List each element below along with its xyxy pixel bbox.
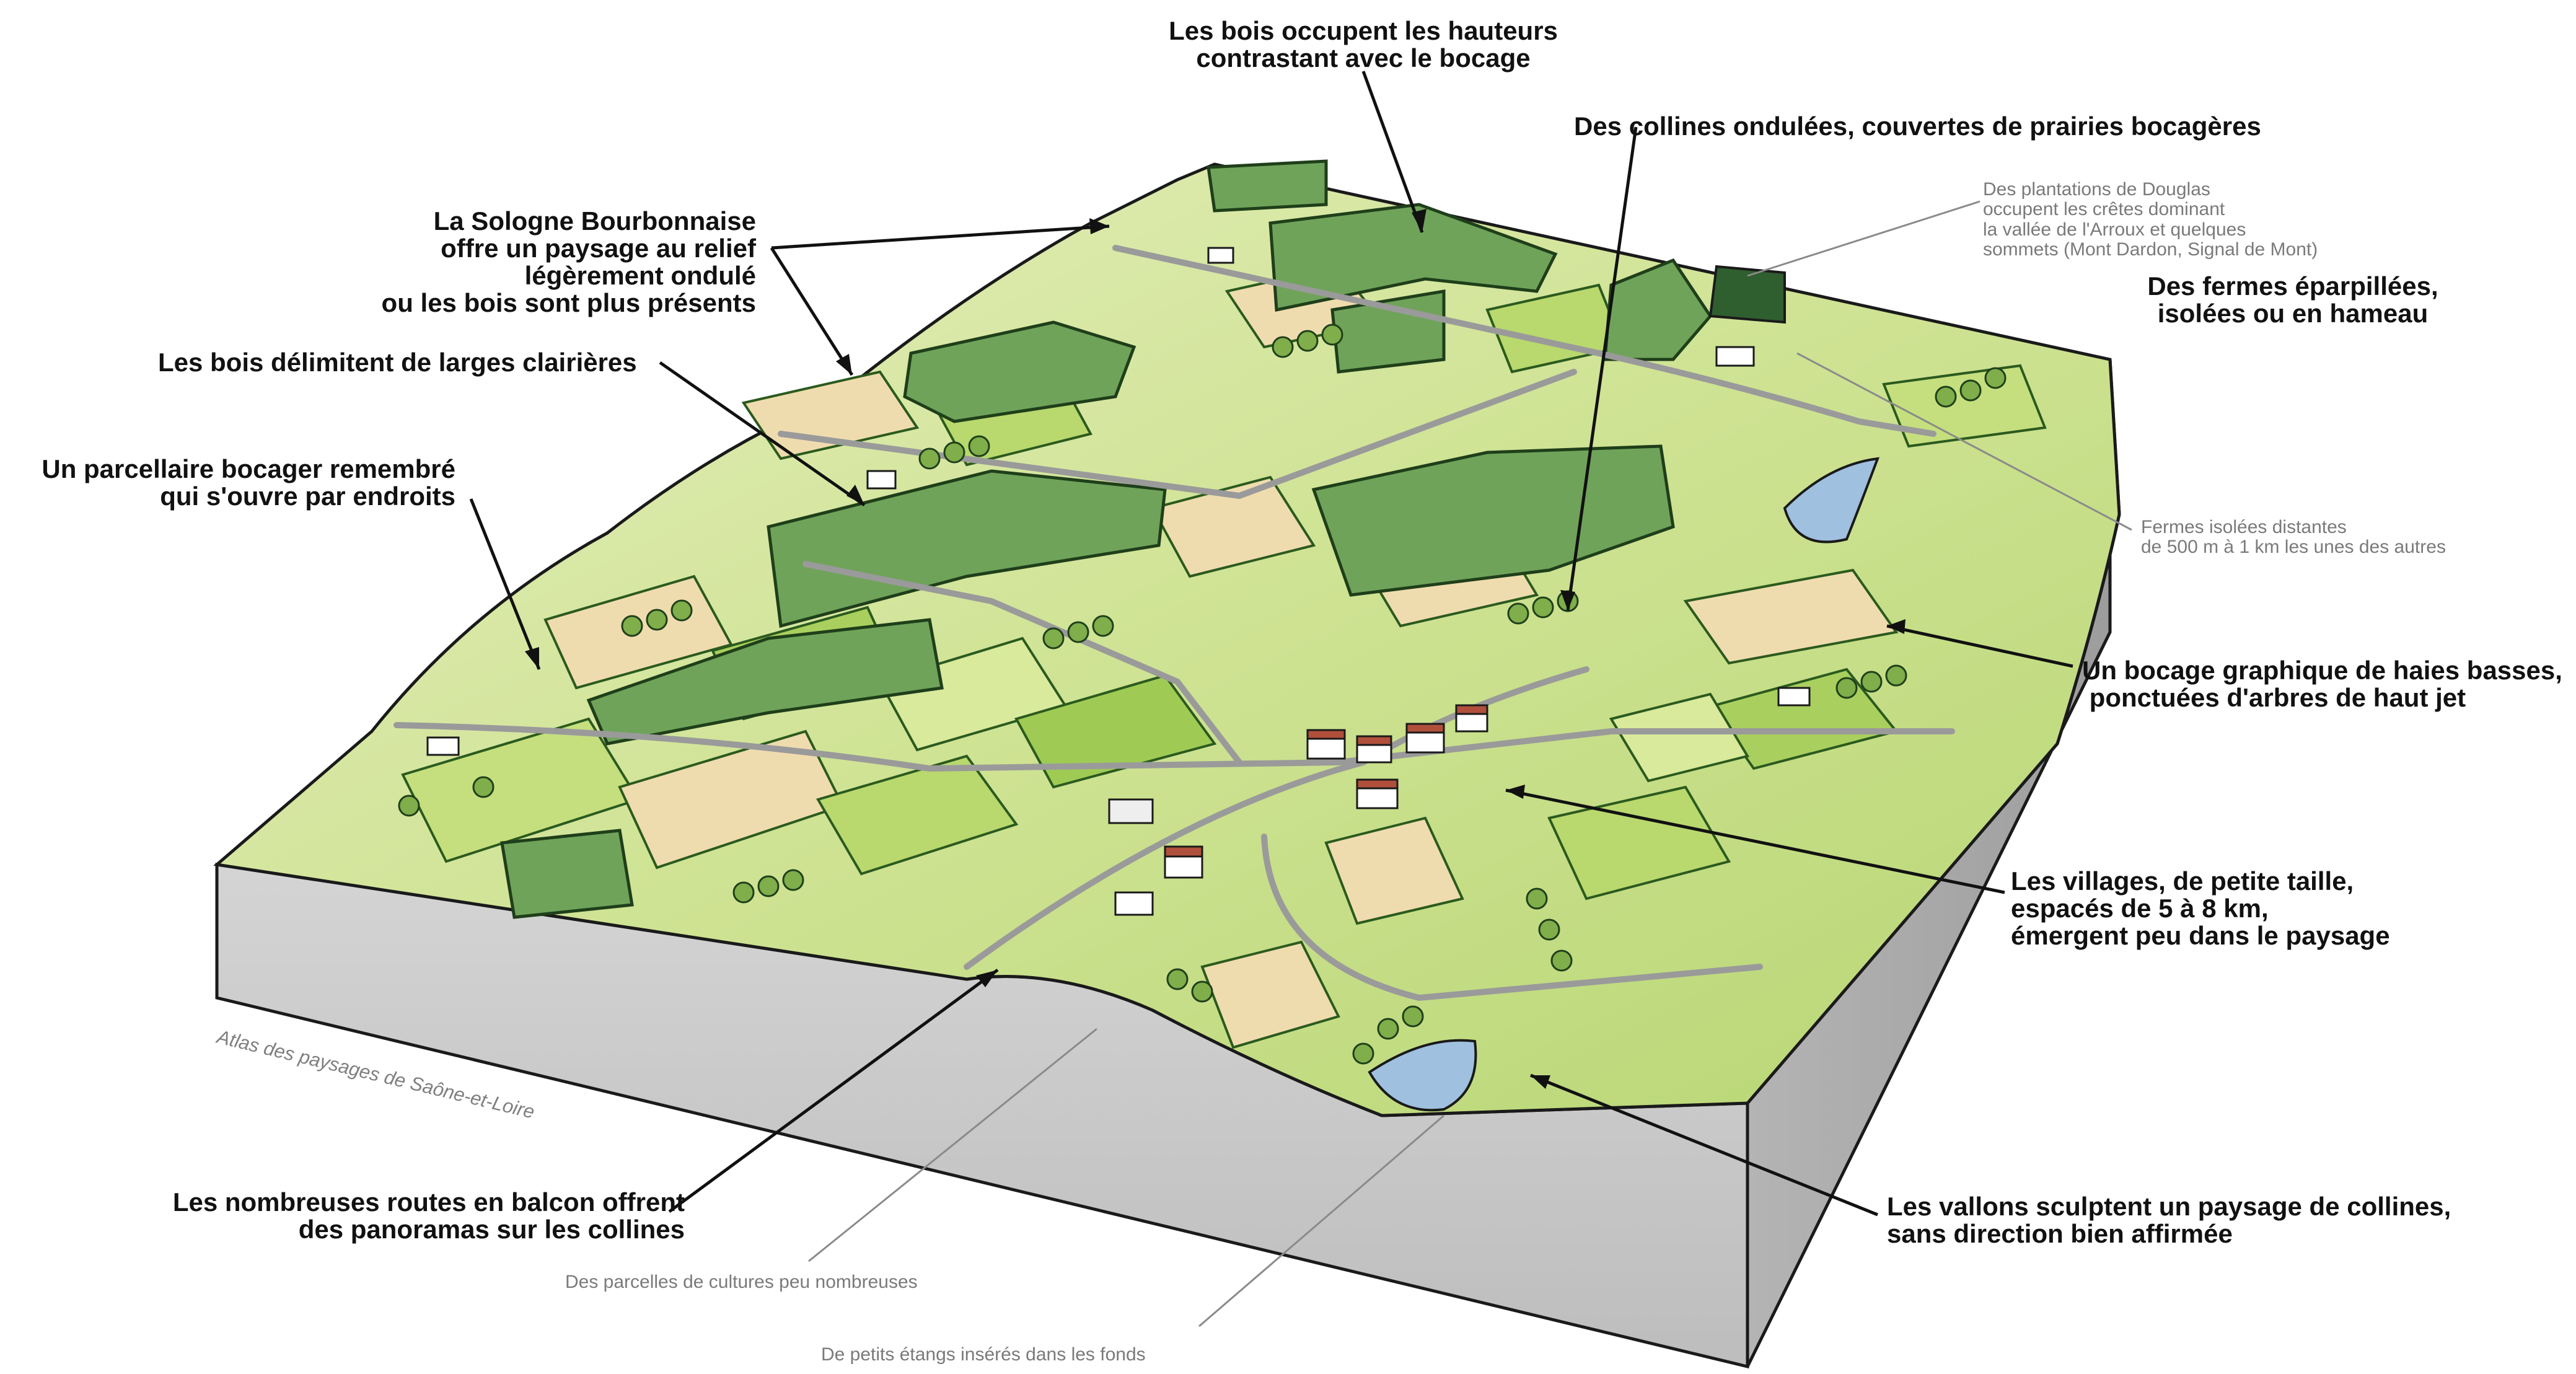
hedgerow-trees	[398, 324, 2007, 1065]
label-fermes-isolees: Fermes isolées distantes de 500 m à 1 km…	[2141, 517, 2446, 558]
label-bocage-graphique: Un bocage graphique de haies basses, pon…	[2082, 656, 2562, 713]
label-parcellaire: Un parcellaire bocager remembré qui s'ou…	[42, 454, 455, 511]
label-vallons: Les vallons sculptent un paysage de coll…	[1887, 1192, 2451, 1249]
label-bois-clairieres: Les bois délimitent de larges clairières	[158, 348, 637, 377]
label-collines-ondulees: Des collines ondulées, couvertes de prai…	[1574, 112, 2261, 141]
leader-lines-dark	[469, 71, 2073, 1217]
label-etangs: De petits étangs insérés dans les fonds	[821, 1344, 1146, 1365]
label-fermes-eparpillees: Des fermes éparpillées, isolées ou en ha…	[2147, 271, 2438, 328]
ponds	[1368, 457, 1880, 1112]
label-bois-hauteurs: Les bois occupent les hauteurs contrasta…	[1169, 16, 1558, 73]
village-buildings	[426, 247, 1811, 916]
leader-arrowheads	[525, 209, 1906, 1089]
label-routes-balcon: Les nombreuses routes en balcon offrent …	[172, 1187, 685, 1244]
roads	[393, 245, 1955, 1002]
leader-lines-light	[808, 200, 2132, 1328]
label-parcelles-cultures: Des parcelles de cultures peu nombreuses	[565, 1272, 918, 1292]
label-villages: Les villages, de petite taille, espacés …	[2011, 866, 2390, 951]
label-douglas: Des plantations de Douglas occupent les …	[1983, 179, 2318, 260]
label-sologne-bourbonnaise: La Sologne Bourbonnaise offre un paysage…	[381, 206, 756, 318]
